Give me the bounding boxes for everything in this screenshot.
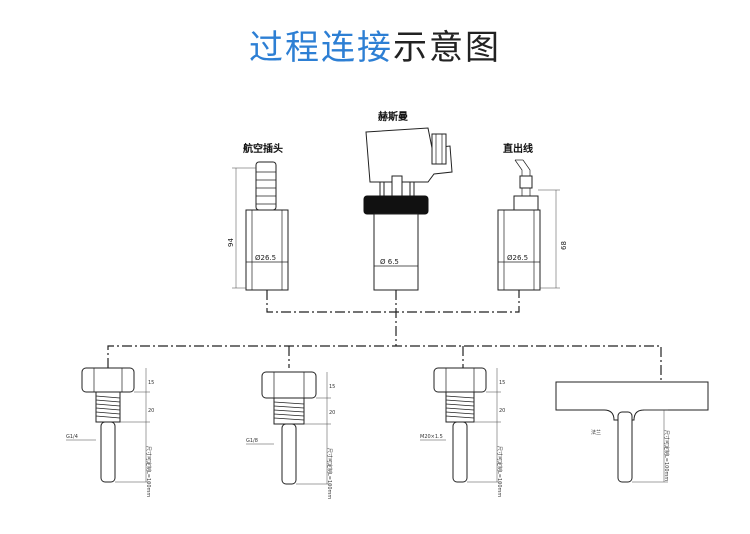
probe-4 (617, 411, 633, 483)
direct-cable-label: 直出线 (503, 142, 533, 155)
probe-2 (281, 423, 297, 485)
flange-plate (555, 381, 709, 421)
connection-lines (107, 290, 662, 382)
insert-note-1: 尺寸可定制L=100mm (145, 446, 152, 497)
flange-fitting: 尺寸可定制L=100mm 法兰 (555, 381, 709, 483)
hex-nut-3 (433, 367, 487, 393)
height-68: 68 (560, 241, 568, 250)
black-nut (363, 195, 429, 215)
dim-20-c: 20 (499, 408, 505, 414)
dim-15-c: 15 (499, 380, 505, 386)
aviation-plug-sensor: 航空插头 Ø26.5 94 (227, 142, 289, 291)
diameter-middle: Ø 6.5 (380, 258, 399, 266)
diameter-right: Ø26.5 (507, 254, 528, 262)
title-rest: 示意图 (393, 28, 501, 68)
thread-spec-2: G1/8 (246, 438, 258, 444)
dim-15-b: 15 (329, 384, 335, 390)
plug-body (255, 161, 277, 211)
dim-15-a: 15 (148, 380, 154, 386)
hex-nut-2 (261, 371, 317, 399)
height-94: 94 (227, 238, 235, 247)
direct-cable-body (497, 209, 541, 291)
housing-body (245, 209, 289, 291)
thread-spec-1: G1/4 (66, 434, 78, 440)
thread-fitting-2: 15 20 尺寸可定制L=100mm G1/8 (246, 371, 335, 499)
cable-gland-right (513, 195, 539, 211)
direct-cable-sensor: 直出线 Ø26.5 68 (497, 142, 568, 291)
title-highlight: 过程连接 (249, 28, 393, 68)
diameter-left: Ø26.5 (255, 254, 276, 262)
hex-nut-1 (81, 367, 135, 393)
aviation-plug-label: 航空插头 (243, 142, 283, 155)
thread-spec-3: M20×1.5 (420, 434, 443, 440)
insert-note-3: 尺寸可定制L=100mm (496, 446, 503, 497)
page-title: 过程连接示意图 (0, 20, 750, 69)
insert-note-4: 尺寸可定制L=100mm (663, 430, 670, 481)
thread-fitting-1: 15 20 尺寸可定制L=100mm G1/4 (66, 367, 154, 497)
hirschmann-body (373, 213, 419, 291)
flange-label: 法兰 (591, 429, 601, 436)
thread-fitting-3: 15 20 尺寸可定制L=100mm M20×1.5 (420, 367, 505, 497)
cable-gland (431, 133, 447, 165)
hirschmann-label: 赫斯曼 (378, 110, 408, 123)
probe-1 (100, 421, 116, 483)
dim-20-b: 20 (329, 410, 335, 416)
dim-20-a: 20 (148, 408, 154, 414)
center-pin (391, 175, 403, 197)
hirschmann-sensor: 赫斯曼 Ø 6.5 (363, 110, 453, 291)
insert-note-2: 尺寸可定制L=100mm (326, 448, 333, 499)
hirschmann-connector (365, 127, 453, 183)
probe-3 (452, 421, 468, 483)
